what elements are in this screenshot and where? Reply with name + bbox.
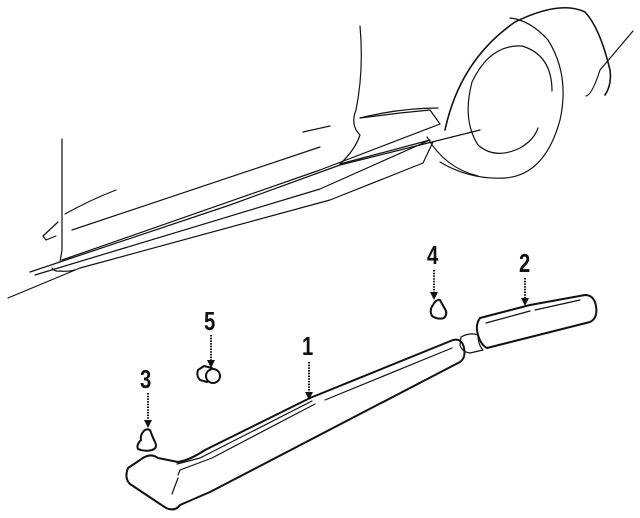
- callout-label-2: 2: [519, 248, 531, 278]
- part-2-rear-extension: [459, 294, 598, 354]
- part-3-clip: [136, 428, 157, 452]
- callout-label-3: 3: [140, 364, 152, 394]
- callout-label-1: 1: [302, 331, 314, 361]
- callout-label-4: 4: [427, 240, 439, 270]
- part-1-rocker-molding: [125, 338, 466, 511]
- leader-lines: [144, 270, 529, 428]
- car-body-outline: [7, 6, 634, 299]
- part-4-clip: [429, 298, 448, 320]
- callout-label-5: 5: [204, 306, 216, 336]
- part-5-grommet: [196, 365, 221, 384]
